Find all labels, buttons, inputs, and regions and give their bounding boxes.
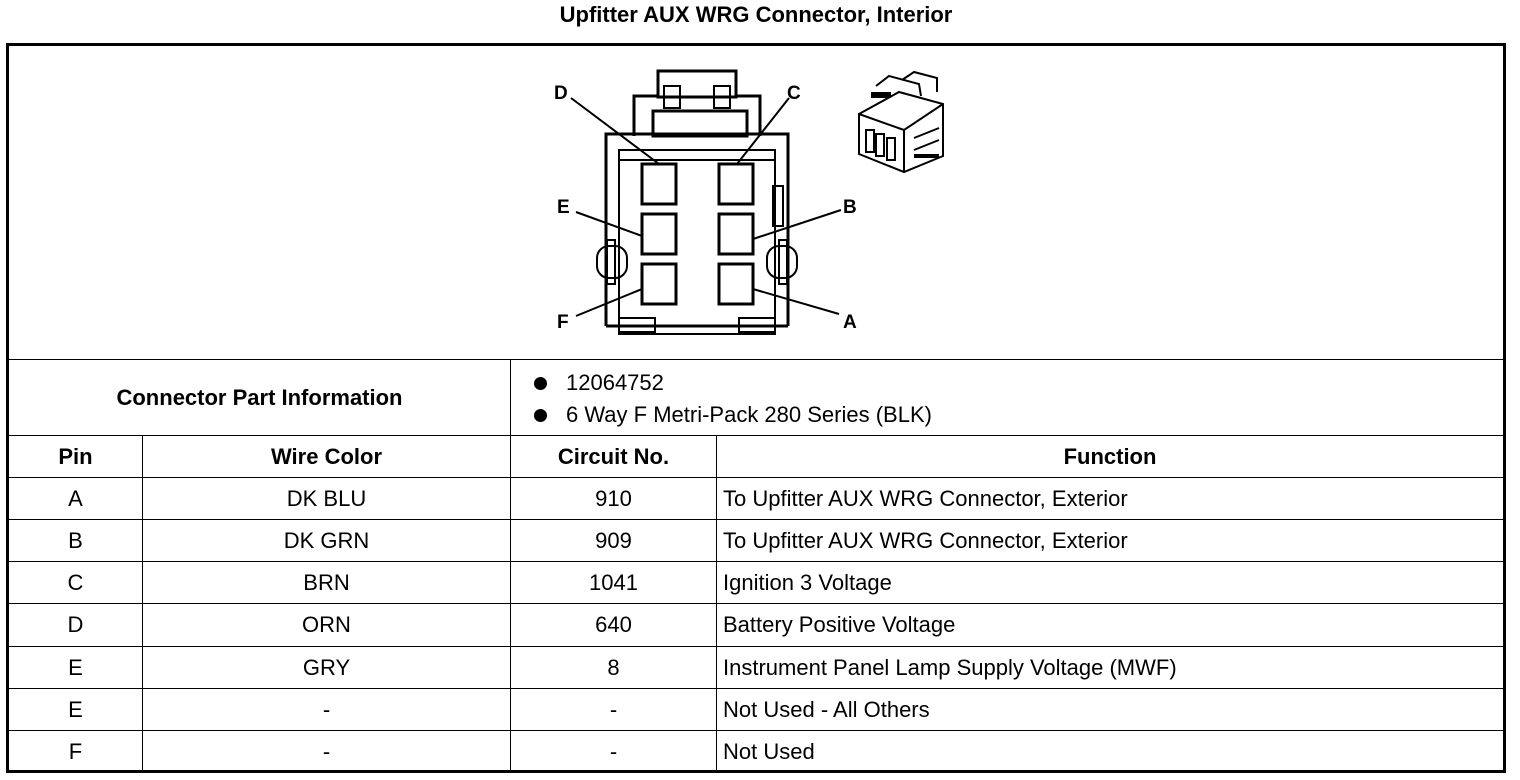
bullet-icon bbox=[534, 408, 547, 422]
connector-part-info-label: Connector Part Information bbox=[116, 385, 403, 410]
cell-pin: B bbox=[68, 528, 83, 553]
cell-pin: F bbox=[68, 739, 83, 764]
connector-description: 6 Way F Metri-Pack 280 Series (BLK) bbox=[566, 402, 932, 427]
list-item: 6 Way F Metri-Pack 280 Series (BLK) bbox=[534, 399, 932, 431]
divider bbox=[9, 359, 1503, 360]
table-row: A DK BLU 910 To Upfitter AUX WRG Connect… bbox=[9, 478, 1503, 520]
cell-wire-color: BRN bbox=[303, 570, 350, 595]
cell-wire-color: GRY bbox=[302, 655, 351, 680]
cell-wire-color: - bbox=[322, 697, 331, 722]
cell-circuit-no: - bbox=[609, 739, 618, 764]
terminal-label-b: B bbox=[843, 197, 857, 218]
table-row: D ORN 640 Battery Positive Voltage bbox=[9, 604, 1503, 646]
cell-function: Ignition 3 Voltage bbox=[723, 570, 892, 595]
cell-circuit-no: - bbox=[609, 697, 618, 722]
divider bbox=[510, 359, 511, 770]
cell-circuit-no: 640 bbox=[595, 612, 632, 637]
cell-pin: E bbox=[68, 655, 83, 680]
part-number: 12064752 bbox=[566, 370, 664, 395]
terminal-label-c: C bbox=[787, 83, 801, 104]
cell-circuit-no: 910 bbox=[595, 486, 632, 511]
cell-wire-color: DK BLU bbox=[286, 486, 367, 511]
cell-wire-color: - bbox=[322, 739, 331, 764]
divider bbox=[9, 688, 1503, 689]
terminal-label-a: A bbox=[843, 312, 857, 333]
divider bbox=[9, 435, 1503, 436]
divider bbox=[716, 435, 717, 770]
divider bbox=[9, 477, 1503, 478]
cell-pin: E bbox=[68, 697, 83, 722]
terminal-label-e: E bbox=[557, 197, 570, 218]
cell-circuit-no: 909 bbox=[595, 528, 632, 553]
connector-face-drawing bbox=[570, 69, 944, 335]
header-pin: Pin bbox=[58, 443, 93, 469]
cell-pin: A bbox=[68, 486, 83, 511]
divider bbox=[9, 646, 1503, 647]
table-row: B DK GRN 909 To Upfitter AUX WRG Connect… bbox=[9, 520, 1503, 562]
cell-function: Not Used - All Others bbox=[723, 697, 930, 722]
connector-table-frame: D C E B F A Connector Part Information 1… bbox=[6, 43, 1506, 773]
divider bbox=[9, 603, 1503, 604]
cell-function: Instrument Panel Lamp Supply Voltage (MW… bbox=[723, 655, 1177, 680]
divider bbox=[9, 561, 1503, 562]
divider bbox=[9, 730, 1503, 731]
cell-wire-color: ORN bbox=[302, 612, 351, 637]
cell-function: Not Used bbox=[723, 739, 815, 764]
cell-circuit-no: 8 bbox=[607, 655, 620, 680]
connector-diagram: D C E B F A bbox=[9, 46, 1503, 359]
cell-pin: C bbox=[67, 570, 84, 595]
cell-pin: D bbox=[67, 612, 84, 637]
header-wire-color: Wire Color bbox=[270, 443, 383, 469]
table-row: C BRN 1041 Ignition 3 Voltage bbox=[9, 562, 1503, 604]
cell-function: Battery Positive Voltage bbox=[723, 612, 956, 637]
cell-function: To Upfitter AUX WRG Connector, Exterior bbox=[723, 486, 1128, 511]
table-row: E - - Not Used - All Others bbox=[9, 689, 1503, 731]
connector-part-info-list: 12064752 6 Way F Metri-Pack 280 Series (… bbox=[534, 367, 932, 431]
terminal-label-d: D bbox=[554, 83, 568, 104]
divider bbox=[142, 435, 143, 770]
page-title: Upfitter AUX WRG Connector, Interior bbox=[559, 2, 953, 27]
header-function: Function bbox=[1063, 443, 1157, 469]
divider bbox=[9, 519, 1503, 520]
list-item: 12064752 bbox=[534, 367, 932, 399]
cell-wire-color: DK GRN bbox=[283, 528, 370, 553]
table-row: F - - Not Used bbox=[9, 731, 1503, 773]
terminal-label-f: F bbox=[557, 312, 569, 333]
bullet-icon bbox=[534, 376, 547, 390]
cell-function: To Upfitter AUX WRG Connector, Exterior bbox=[723, 528, 1128, 553]
header-circuit-no: Circuit No. bbox=[557, 443, 670, 469]
cell-circuit-no: 1041 bbox=[589, 570, 638, 595]
table-row: E GRY 8 Instrument Panel Lamp Supply Vol… bbox=[9, 647, 1503, 689]
